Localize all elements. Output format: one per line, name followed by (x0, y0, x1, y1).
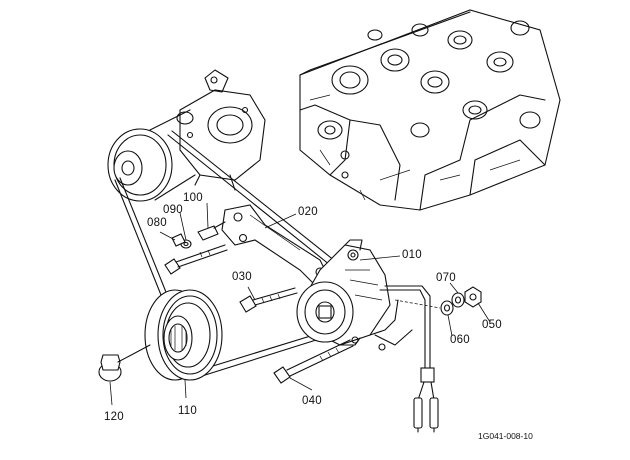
nut-050 (464, 286, 482, 308)
callout-110: 110 (178, 405, 197, 417)
crankshaft-pulley (144, 289, 223, 381)
callout-030: 030 (232, 271, 252, 283)
drive-belt (114, 130, 336, 377)
callout-120: 120 (104, 411, 124, 423)
bolt-040 (273, 339, 354, 384)
clip-100 (197, 221, 226, 241)
callout-070: 070 (436, 272, 456, 284)
callout-060: 060 (450, 334, 470, 346)
bolt-080 (164, 244, 228, 275)
washer-060 (440, 300, 454, 316)
leader-lines (109, 202, 491, 406)
callout-090: 090 (163, 204, 183, 216)
callout-080: 080 (147, 217, 167, 229)
water-pump-assembly (107, 69, 266, 202)
callout-040: 040 (302, 395, 322, 407)
bolt-030 (239, 287, 298, 313)
figure-id: 1G041-008-10 (478, 431, 533, 441)
washer-070 (451, 292, 465, 308)
callout-020: 020 (298, 206, 318, 218)
callout-050: 050 (482, 319, 502, 331)
pulley-bolt (98, 344, 151, 382)
alternator-wiring (379, 285, 439, 433)
cylinder-head (299, 9, 561, 211)
callout-100: 100 (183, 192, 203, 204)
callout-010: 010 (402, 249, 422, 261)
bolt-090 (171, 233, 186, 247)
alternator (296, 239, 413, 351)
